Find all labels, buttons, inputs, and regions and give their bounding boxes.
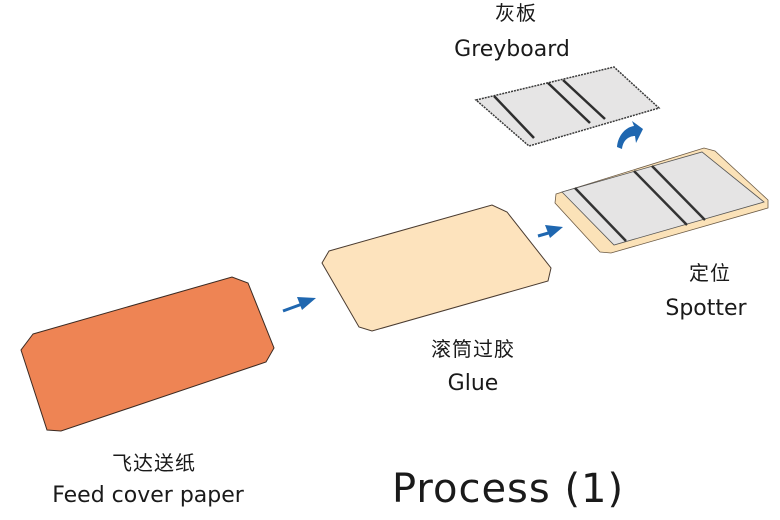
glue-label-en: Glue [447,371,499,396]
glue-label-zh: 滚筒过胶 [431,337,515,361]
arrow-glue-to-spotter [537,225,563,238]
spotter-greyboard-top [561,151,765,246]
diagram-title: Process (1) [392,466,625,512]
spotter-label-en: Spotter [665,296,747,321]
greyboard-sheet [474,66,661,147]
arrow-feed-to-glue [282,297,316,313]
spotter-board [554,147,769,254]
feed-label-zh: 飞达送纸 [112,451,196,475]
curved-arrow-place-greyboard [617,121,643,149]
glued-paper-sheet [321,204,552,332]
greyboard-label-zh: 灰板 [495,1,537,25]
greyboard-label-en: Greyboard [454,37,570,62]
feed-label-en: Feed cover paper [52,483,244,508]
feed-cover-paper-sheet [20,276,275,432]
spotter-label-zh: 定位 [689,261,731,285]
